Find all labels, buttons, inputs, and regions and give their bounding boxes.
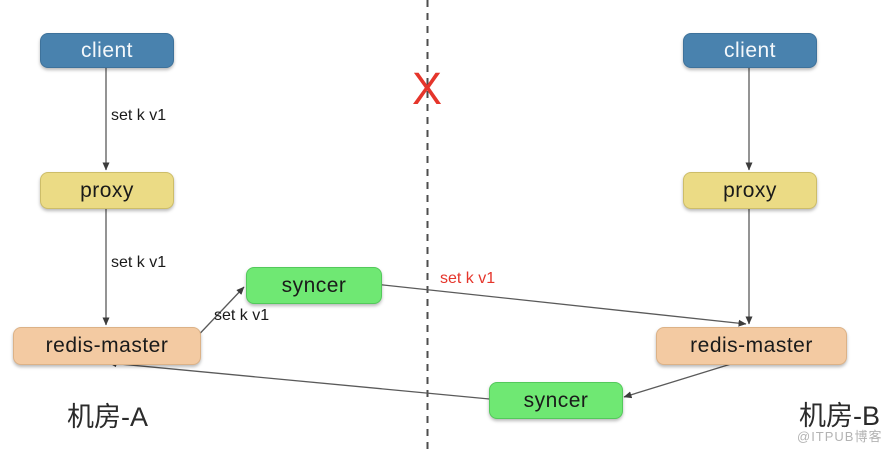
syncer-node-top: syncer bbox=[246, 267, 382, 304]
redis-master-node-b: redis-master bbox=[656, 327, 847, 365]
proxy-node-a: proxy bbox=[40, 172, 174, 209]
network-partition-x-marker: X bbox=[411, 63, 442, 114]
arrow-master-b-to-syncer-bottom bbox=[623, 359, 745, 399]
watermark: @ITPUB博客 bbox=[797, 429, 883, 444]
proxy-node-b: proxy bbox=[683, 172, 817, 209]
zone-b-label: 机房-B bbox=[799, 401, 880, 431]
client-node-a: client bbox=[40, 33, 174, 68]
arrow-syncer-top-to-master-b bbox=[373, 283, 747, 327]
arrow-syncer-bottom-to-master-a bbox=[108, 360, 501, 401]
edge-label-syncer-master-b: set k v1 bbox=[440, 270, 496, 287]
edge-label-master-a-syncer: set k v1 bbox=[214, 307, 270, 324]
client-node-b: client bbox=[683, 33, 817, 68]
edge-label-proxy-a-master-a: set k v1 bbox=[111, 254, 167, 271]
zone-a-label: 机房-A bbox=[67, 402, 148, 432]
edge-label-client-a-proxy-a: set k v1 bbox=[111, 107, 167, 124]
redis-master-node-a: redis-master bbox=[13, 327, 201, 365]
syncer-node-bottom: syncer bbox=[489, 382, 623, 419]
